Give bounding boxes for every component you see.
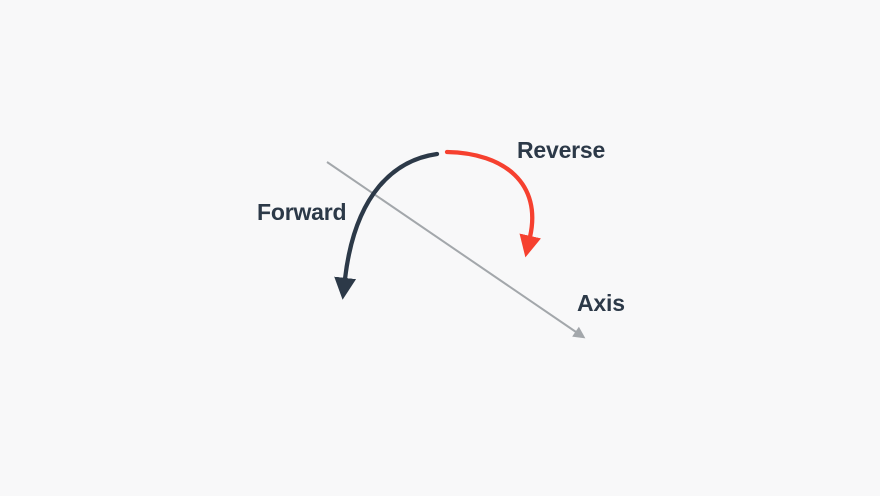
forward-label: Forward <box>257 199 346 225</box>
reverse-rotation-arrow <box>444 149 541 258</box>
axis-label: Axis <box>577 290 625 316</box>
reverse-label: Reverse <box>517 137 605 163</box>
forward-rotation-arrow <box>334 151 440 300</box>
axis-line-arrow <box>326 161 586 339</box>
